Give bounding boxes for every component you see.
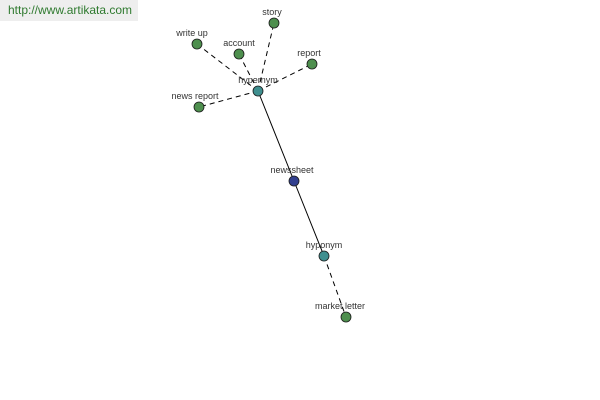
node-label-market-letter: market letter [315,301,365,311]
node-hyponym[interactable] [318,250,330,262]
node-label-write-up: write up [175,28,208,38]
edge-hypernym-to-write-up [196,43,259,92]
nodes-layer [191,17,352,323]
labels-layer: newssheet hypernym hyponym story write up acc… [171,7,365,311]
node-account[interactable] [233,48,245,60]
source-url-banner[interactable]: http://www.artikata.com [0,0,138,21]
node-label-account: account [223,38,255,48]
edge-hypernym-to-account [238,53,259,92]
edge-hypernym-to-report [257,63,313,92]
node-write-up[interactable] [191,38,203,50]
edges-layer [196,22,347,318]
node-label-story: story [262,7,282,17]
node-label-news-report: news report [171,91,219,101]
node-label-hypernym: hypernym [238,75,278,85]
edge-hyponym-to-market-letter [323,255,347,318]
node-label-newssheet: newssheet [270,165,314,175]
node-hypernym[interactable] [252,85,264,97]
node-market-letter[interactable] [340,311,352,323]
node-newssheet[interactable] [288,175,300,187]
edge-newssheet-to-hyponym [293,180,325,257]
node-story[interactable] [268,17,280,29]
edge-hypernym-to-story [257,22,275,92]
edge-hypernym-to-news-report [198,90,259,108]
node-report[interactable] [306,58,318,70]
node-label-hyponym: hyponym [306,240,343,250]
edge-newssheet-to-hypernym [257,90,295,182]
node-label-report: report [297,48,321,58]
node-news-report[interactable] [193,101,205,113]
